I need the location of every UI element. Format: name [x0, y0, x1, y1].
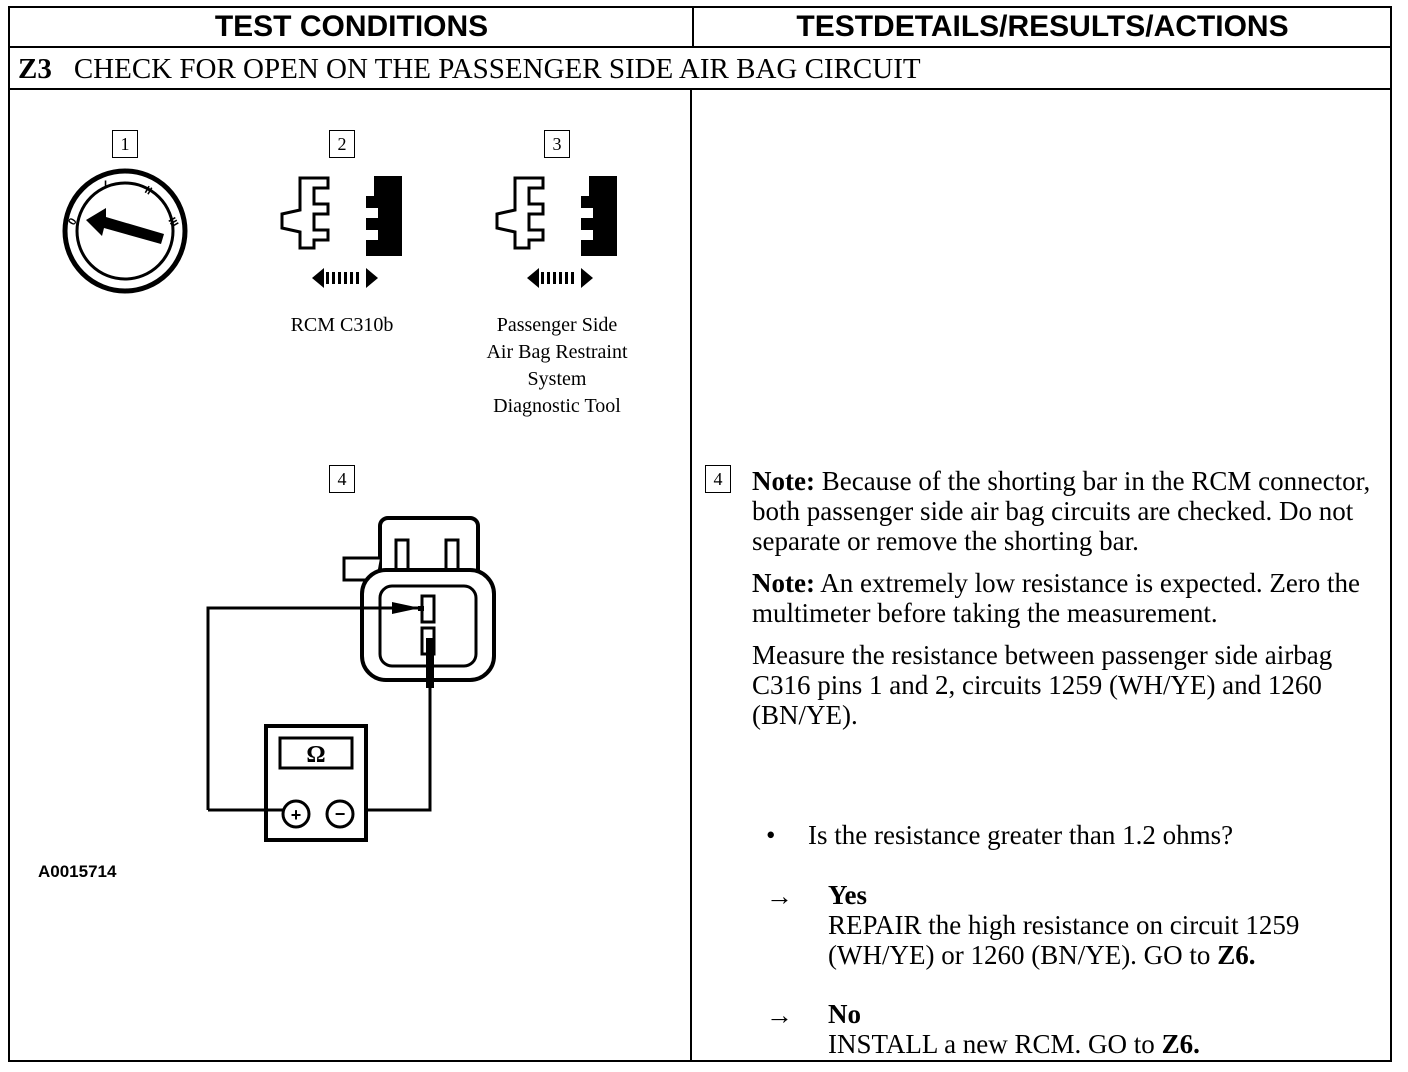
- arrow-right-icon: →: [766, 1000, 793, 1030]
- detail-text-block: Note: Because of the shorting bar in the…: [752, 466, 1372, 742]
- test-table: TEST CONDITIONS TESTDETAILS/RESULTS/ACTI…: [8, 6, 1392, 1062]
- minus-terminal: −: [335, 804, 346, 824]
- detail-step-box: 4: [705, 465, 731, 493]
- header-test-conditions: TEST CONDITIONS: [214, 10, 489, 43]
- step-box-4: 4: [329, 465, 355, 493]
- ignition-mark-1: I: [104, 179, 107, 191]
- title-divider: [10, 88, 1390, 90]
- step-id: Z3: [18, 52, 52, 85]
- no-action: INSTALL a new RCM. GO to: [828, 1029, 1155, 1059]
- disconnect-arrow-icon: [527, 268, 593, 288]
- note-1-label: Note:: [752, 466, 815, 496]
- no-label: No: [828, 999, 861, 1029]
- airbag-connector-icon: [342, 516, 496, 682]
- question-text: Is the resistance greater than 1.2 ohms?: [808, 820, 1234, 850]
- diagnostic-tool-label-line: Passenger Side: [496, 314, 618, 336]
- yes-label: Yes: [828, 880, 867, 910]
- header-column-divider: [692, 8, 694, 46]
- multimeter-wiring-diagram: Ω + −: [206, 516, 496, 842]
- no-result: No INSTALL a new RCM. GO to Z6.: [828, 999, 1368, 1059]
- diagnostic-tool-label-line: Diagnostic Tool: [493, 395, 621, 417]
- disconnect-arrow-icon: [312, 268, 378, 288]
- note-2-label: Note:: [752, 568, 815, 598]
- step-title-row: Z3 CHECK FOR OPEN ON THE PASSENGER SIDE …: [18, 48, 921, 90]
- diagnostic-tool-label-line: Air Bag Restraint: [486, 341, 628, 363]
- step-box-3: 3: [544, 130, 570, 158]
- note-1-text: Because of the shorting bar in the RCM c…: [752, 466, 1371, 556]
- header-divider: [10, 46, 1390, 48]
- note-2-text: An extremely low resistance is expected.…: [752, 568, 1361, 628]
- diagnostic-tool-label-line: System: [527, 368, 587, 390]
- ohm-symbol: Ω: [306, 742, 325, 768]
- step-box-2: 2: [329, 130, 355, 158]
- connector-c310b-label: RCM C310b: [290, 314, 394, 336]
- yes-action: REPAIR the high resistance on circuit 12…: [828, 910, 1300, 970]
- note-2: Note: An extremely low resistance is exp…: [752, 568, 1372, 628]
- column-divider: [690, 90, 692, 1060]
- step-title: CHECK FOR OPEN ON THE PASSENGER SIDE AIR…: [73, 52, 921, 85]
- note-1: Note: Because of the shorting bar in the…: [752, 466, 1372, 556]
- arrow-right-icon: →: [766, 881, 793, 911]
- ignition-mark-0: 0: [66, 216, 79, 227]
- no-goto: Z6.: [1161, 1029, 1200, 1059]
- multimeter-icon: Ω + −: [264, 724, 368, 842]
- yes-goto: Z6.: [1217, 940, 1256, 970]
- yes-result: Yes REPAIR the high resistance on circui…: [828, 880, 1368, 970]
- diagnostic-tool-label: Passenger Side Air Bag Restraint System …: [452, 312, 662, 420]
- step-box-1: 1: [112, 130, 138, 158]
- connector-diagnostic-tool-icon: [495, 176, 617, 288]
- plus-terminal: +: [291, 805, 302, 825]
- figure-reference: A0015714: [38, 862, 117, 881]
- connector-c310b-icon: [280, 176, 402, 288]
- ignition-switch-icon: 0 I II III: [62, 168, 188, 294]
- header-test-details: TESTDETAILS/RESULTS/ACTIONS: [796, 10, 1289, 43]
- bullet-icon: •: [766, 820, 776, 850]
- ignition-mark-2: II: [143, 184, 154, 197]
- measure-instruction: Measure the resistance between passenger…: [752, 640, 1333, 730]
